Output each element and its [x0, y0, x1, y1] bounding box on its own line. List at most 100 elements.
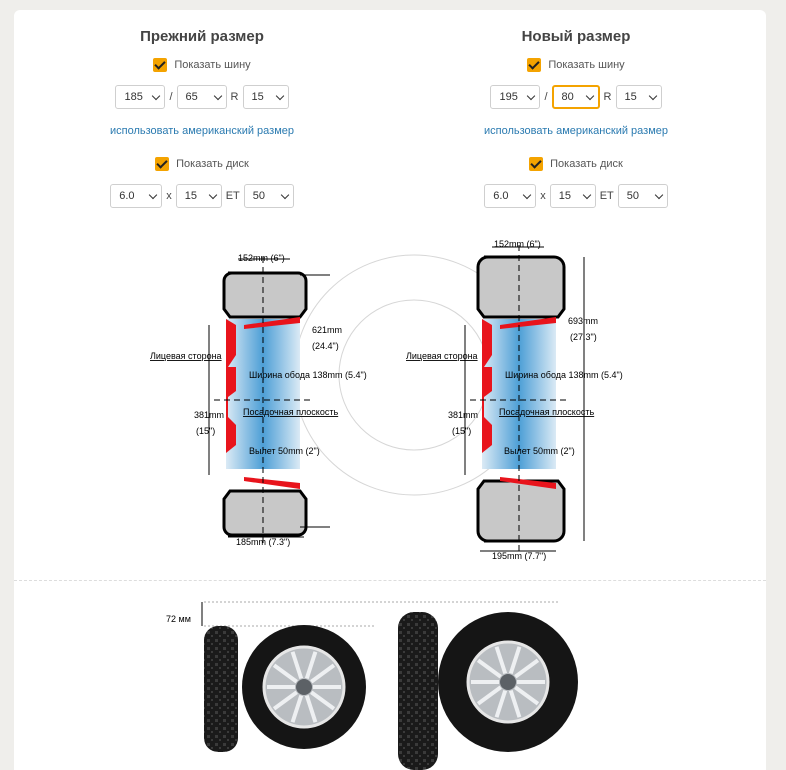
new-tire-size-row: 195 / 80 R 15	[441, 85, 711, 109]
wheel-spoke	[310, 690, 336, 711]
chevron-down-icon	[527, 91, 536, 100]
old-rim-dia-mm-text: 381mm	[194, 410, 224, 420]
old-tire-width-select[interactable]: 185	[115, 85, 166, 109]
new-tire-width-select[interactable]: 195	[490, 85, 541, 109]
new-tire-top	[476, 255, 566, 319]
new-rim-dia-in-text: (15")	[452, 426, 471, 436]
old-offset-text: Вылет 50mm (2")	[249, 446, 320, 456]
wheel-spoke	[508, 689, 522, 718]
et-label: ET	[599, 190, 614, 202]
chevron-down-icon	[585, 91, 594, 100]
old-show-disk-label: Показать диск	[176, 158, 249, 170]
et-label: ET	[225, 190, 240, 202]
wheel-spoke	[290, 651, 304, 680]
new-show-tire-checkbox[interactable]: Показать шину	[441, 58, 711, 72]
old-tire-top	[222, 271, 308, 319]
wheel-spoke	[304, 651, 318, 680]
new-show-disk-checkbox[interactable]: Показать диск	[441, 157, 711, 171]
old-disk-diameter-select[interactable]: 15	[175, 184, 222, 208]
old-od-mm-text: 621mm	[312, 325, 342, 335]
x-label: x	[166, 190, 172, 202]
wheel-spoke	[494, 689, 508, 718]
old-rim-dia-in-text: (15")	[196, 426, 215, 436]
wheel-spoke	[476, 658, 502, 679]
chevron-down-icon	[522, 190, 532, 199]
new-size-title: Новый размер	[521, 28, 631, 45]
old-disk-size-row: 6.0 x 15 ET 50	[67, 184, 337, 208]
old-size-title: Прежний размер	[140, 28, 264, 45]
old-rim-flange	[226, 319, 236, 453]
old-tire-profile-select[interactable]: 65	[176, 85, 227, 109]
new-tire-bottom	[476, 479, 566, 543]
old-face-side-text: Лицевая сторона	[150, 351, 222, 361]
new-tire-radius-select[interactable]: 15	[615, 85, 662, 109]
checkbox-checked-icon[interactable]	[529, 157, 544, 171]
new-show-disk-label: Показать диск	[550, 158, 623, 170]
new-rim-body	[482, 319, 556, 469]
height-diff-label: 72 мм	[166, 614, 191, 624]
slash-separator: /	[169, 91, 173, 103]
old-disk-et-select[interactable]: 50	[243, 184, 294, 208]
old-tire-tread	[204, 626, 238, 752]
wheel-spoke	[476, 685, 502, 706]
tire-calculator-card: Прежний размер Показать шину 185 / 65 R …	[14, 10, 766, 770]
wheel-spoke	[514, 685, 540, 706]
x-label: x	[540, 190, 546, 202]
new-od-mm-text: 693mm	[568, 316, 598, 326]
new-rim-seat-text: Ширина обода 138mm (5.4")	[505, 370, 623, 380]
old-wheel-front-view	[242, 625, 366, 749]
old-tire-section: 152mm (6") 621mm (24.4") Лицевая сторона…	[150, 253, 367, 547]
chevron-down-icon	[275, 91, 284, 100]
new-american-size-link[interactable]: использовать американский размер	[483, 125, 668, 137]
new-rim-width-text: 152mm (6")	[494, 239, 541, 249]
chevron-down-icon	[582, 190, 591, 199]
old-tire-radius-select[interactable]: 15	[242, 85, 289, 109]
wheel-spoke	[304, 694, 318, 723]
old-show-tire-checkbox[interactable]: Показать шину	[67, 58, 337, 72]
new-disk-diameter-select[interactable]: 15	[549, 184, 596, 208]
old-mount-plane-text: Посадочная плоскость	[243, 407, 338, 417]
new-tire-tread	[398, 612, 438, 770]
old-tire-bottom	[222, 489, 308, 537]
r-label: R	[230, 91, 239, 103]
wheel-size-comparison: 72 мм	[166, 601, 578, 770]
wheel-spoke	[508, 646, 522, 675]
new-face-side-text: Лицевая сторона	[406, 351, 478, 361]
old-tire-width-text: 185mm (7.3")	[236, 537, 290, 547]
new-mount-plane-text: Посадочная плоскость	[499, 407, 594, 417]
old-rim-width-text: 152mm (6")	[238, 253, 285, 263]
checkbox-checked-icon[interactable]	[527, 58, 542, 72]
new-tire-section: 152mm (6") 693mm (27.3") Лицевая сторона…	[406, 239, 623, 561]
wheel-spoke	[290, 694, 304, 723]
old-american-size-link[interactable]: использовать американский размер	[109, 125, 294, 137]
new-tire-profile-select[interactable]: 80	[551, 85, 600, 109]
tire-cross-section-diagram: 152mm (6") 621mm (24.4") Лицевая сторона…	[150, 239, 623, 561]
section-divider	[14, 580, 766, 581]
new-od-in-text: (27.3")	[570, 332, 597, 342]
old-show-tire-label: Показать шину	[174, 59, 251, 71]
chevron-down-icon	[280, 190, 290, 199]
old-rim-body	[226, 319, 300, 469]
chevron-down-icon	[148, 190, 158, 199]
new-disk-width-select[interactable]: 6.0	[484, 184, 537, 208]
old-show-disk-checkbox[interactable]: Показать диск	[67, 157, 337, 171]
new-disk-et-select[interactable]: 50	[617, 184, 668, 208]
checkbox-checked-icon[interactable]	[155, 157, 170, 171]
new-wheel-front-view	[438, 612, 578, 752]
new-rim-flange	[482, 319, 492, 453]
new-rim-dia-mm-text: 381mm	[448, 410, 478, 420]
old-disk-width-select[interactable]: 6.0	[110, 184, 163, 208]
new-offset-text: Вылет 50mm (2")	[504, 446, 575, 456]
chevron-down-icon	[654, 190, 664, 199]
new-show-tire-label: Показать шину	[548, 59, 625, 71]
new-tire-side-view	[398, 612, 438, 770]
chevron-down-icon	[152, 91, 161, 100]
old-tire-size-row: 185 / 65 R 15	[67, 85, 337, 109]
wheel-spoke	[494, 646, 508, 675]
old-rim-seat-text: Ширина обода 138mm (5.4")	[249, 370, 367, 380]
new-wheel-hub	[500, 674, 516, 690]
chevron-down-icon	[648, 91, 657, 100]
checkbox-checked-icon[interactable]	[153, 58, 168, 72]
old-tire-side-view	[204, 626, 238, 752]
chevron-down-icon	[213, 91, 222, 100]
